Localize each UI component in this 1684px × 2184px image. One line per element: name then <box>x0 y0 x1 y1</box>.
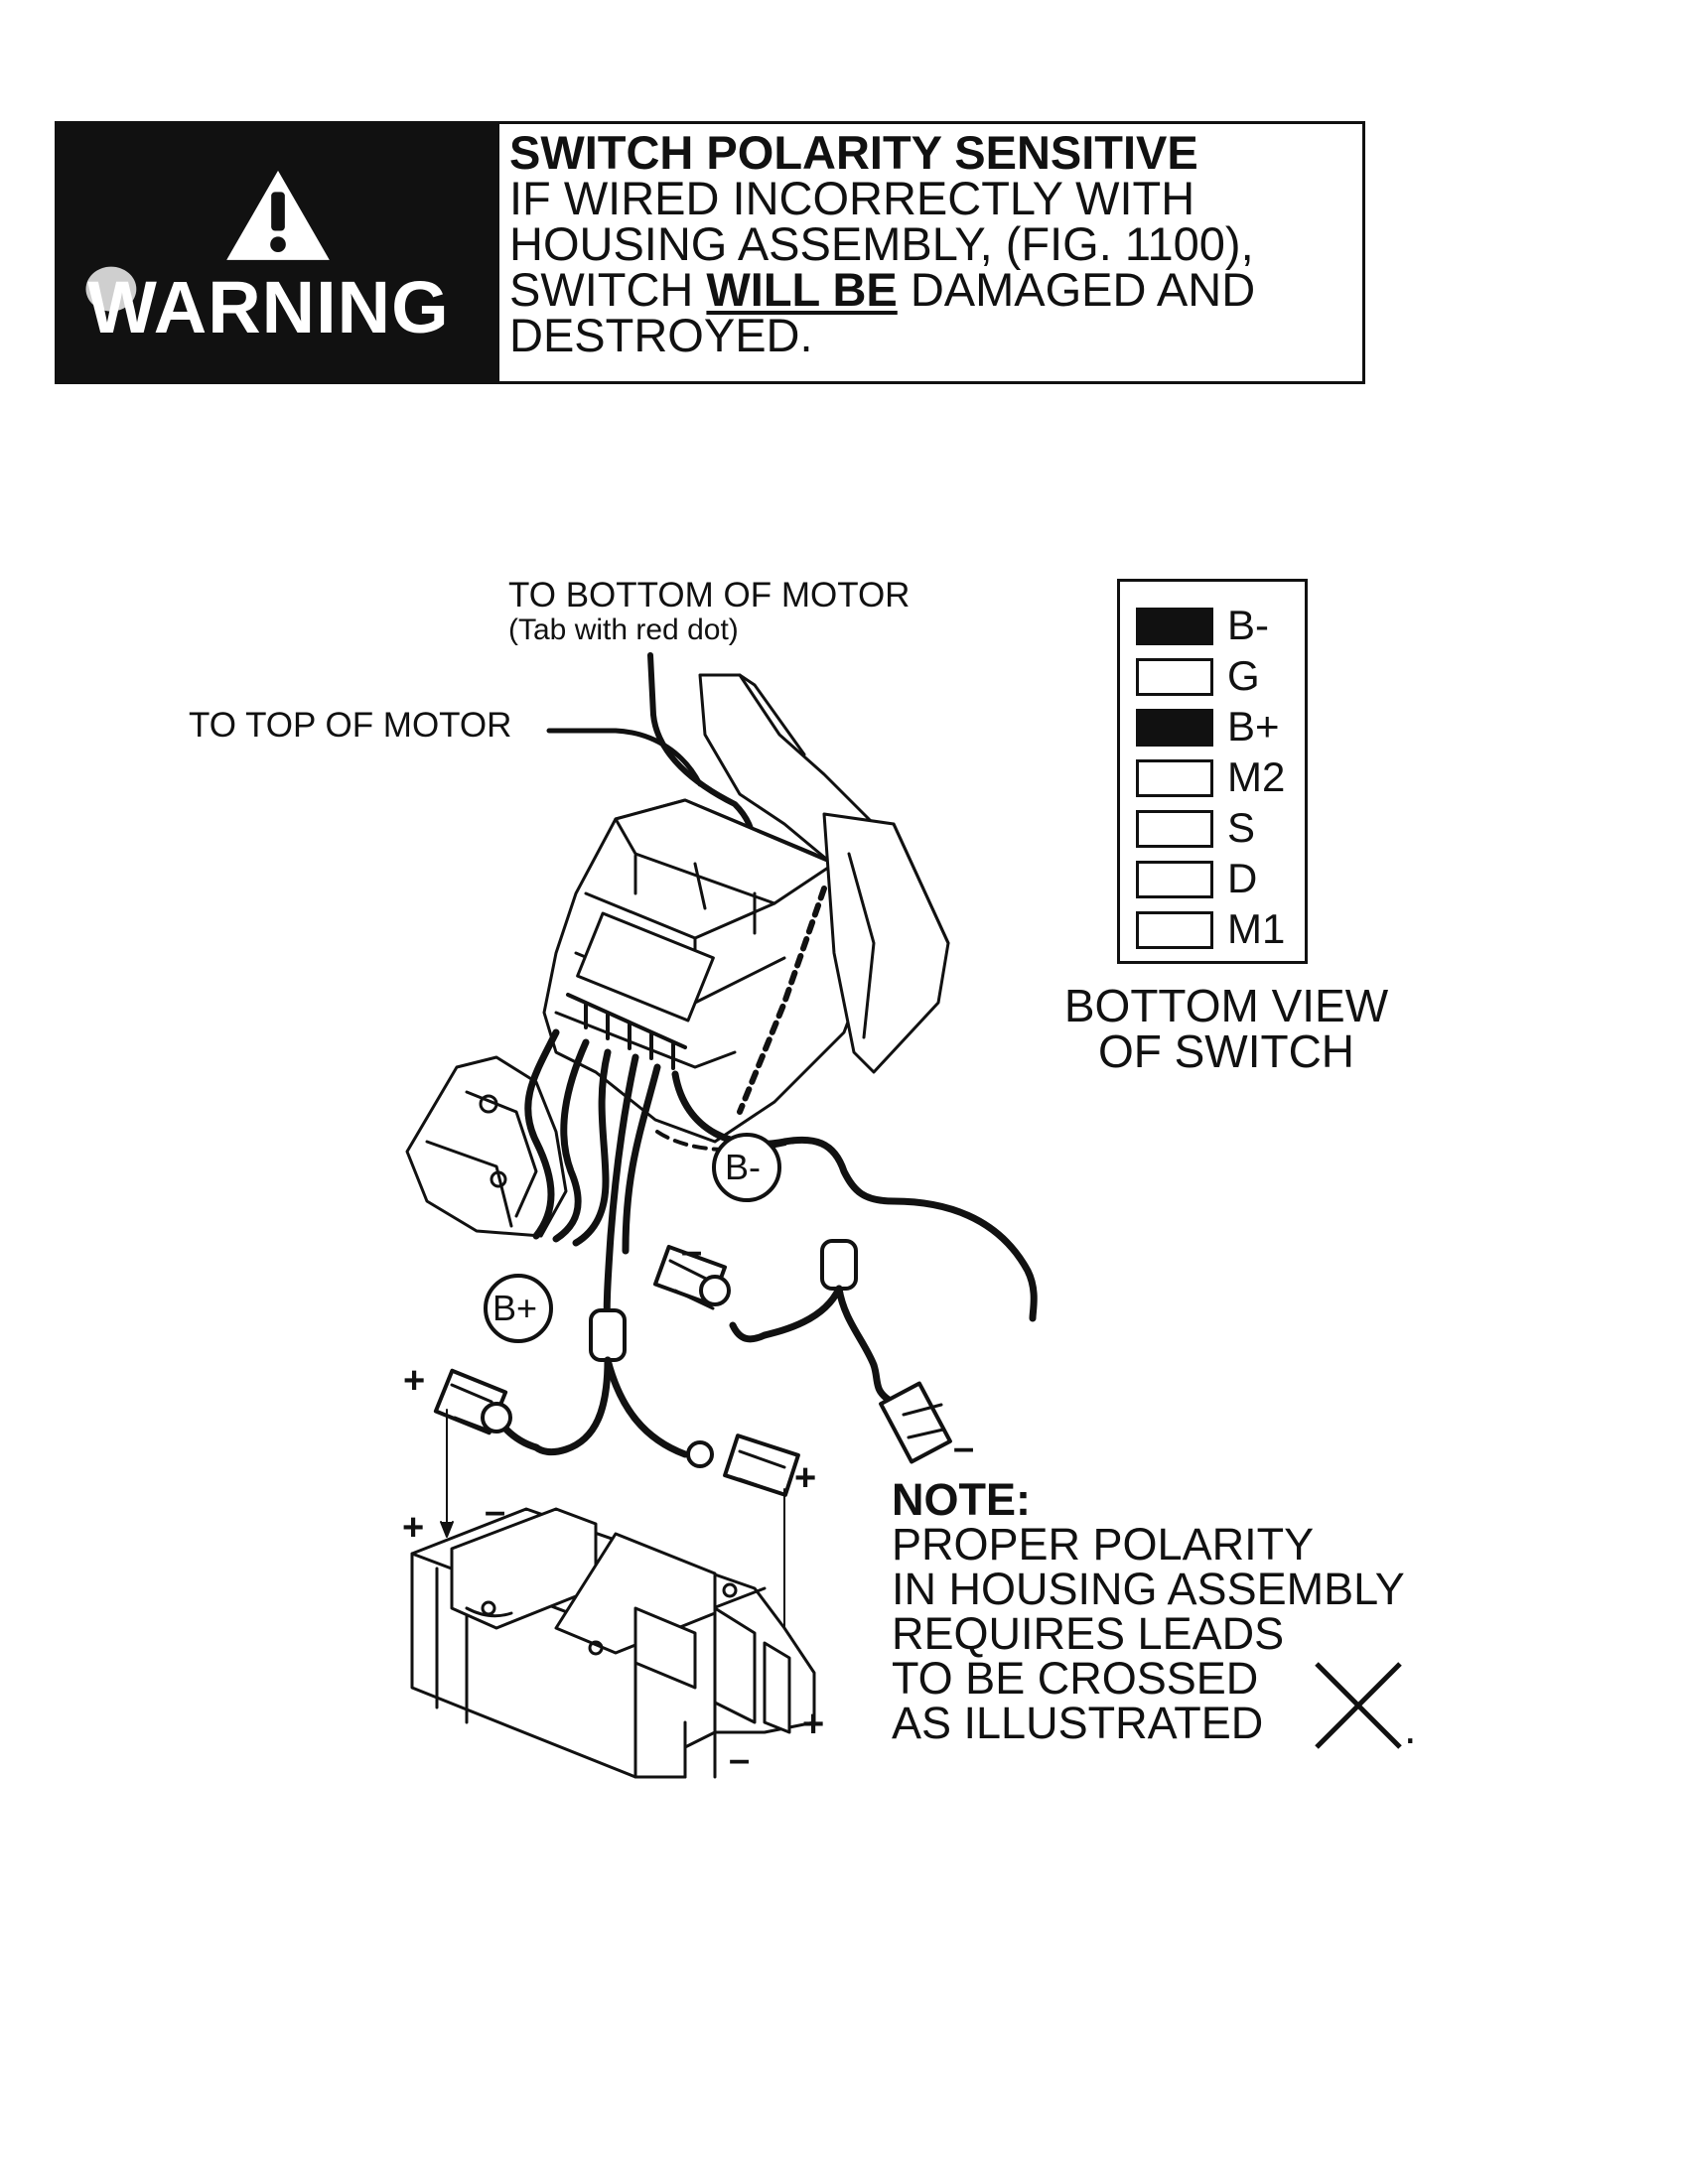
polarity-minus-3: – <box>485 1491 506 1533</box>
warning-word: WARNING <box>87 266 450 348</box>
legend-label: D <box>1227 855 1258 901</box>
legend-label: G <box>1227 652 1260 699</box>
legend-caption-line-2: OF SWITCH <box>1097 1025 1355 1077</box>
warning-line-4: DESTROYED. <box>509 309 813 361</box>
legend-swatch <box>1136 709 1213 747</box>
legend-label: M1 <box>1227 905 1286 952</box>
warning-banner: WARNING SWITCH POLARITY SENSITIVE IF WIR… <box>55 121 1365 384</box>
polarity-plus-2: + <box>402 1507 425 1549</box>
legend-label: S <box>1227 804 1256 851</box>
legend-label: B+ <box>1227 703 1280 750</box>
polarity-plus-3: + <box>794 1457 817 1499</box>
legend-caption-line-1: BOTTOM VIEW <box>1063 980 1389 1031</box>
wire-b-plus <box>603 1053 639 1339</box>
top-motor-leader <box>546 728 703 787</box>
warning-triangle-icon <box>85 170 330 312</box>
polarity-minus-4: – <box>729 1739 751 1781</box>
legend-label: B- <box>1227 602 1269 648</box>
switch-body <box>542 798 876 1144</box>
warning-emphasis: WILL BE <box>706 263 898 316</box>
callout-b-minus <box>712 1133 781 1202</box>
note-title: NOTE: <box>892 1474 1031 1525</box>
note-line-1: PROPER POLARITY <box>892 1519 1315 1570</box>
wire-3 <box>572 1048 612 1247</box>
legend-swatch <box>1136 810 1213 848</box>
warning-message: SWITCH POLARITY SENSITIVE IF WIRED INCOR… <box>509 126 1353 361</box>
callout-b-minus-label: B- <box>725 1147 761 1187</box>
b-plus-left-connector <box>433 1368 540 1451</box>
legend-swatch <box>1136 861 1213 898</box>
b-plus-right-connector <box>686 1433 800 1497</box>
battery-housing <box>410 1507 816 1779</box>
label-top-of-motor: TO TOP OF MOTOR <box>189 706 512 745</box>
polarity-minus-1: – <box>681 1231 703 1273</box>
legend-swatch <box>1136 608 1213 645</box>
b-minus-splice <box>761 1239 878 1369</box>
note-line-3: REQUIRES LEADS <box>892 1608 1285 1659</box>
note-line-4: TO BE CROSSED <box>892 1653 1259 1704</box>
warning-line-3-prefix: SWITCH <box>509 263 707 316</box>
warning-line-1: IF WIRED INCORRECTLY WITH <box>509 172 1195 224</box>
note-end-period: . <box>1404 1703 1417 1753</box>
legend-swatch <box>1136 759 1213 797</box>
polarity-plus-1: + <box>403 1360 426 1402</box>
warning-line-3: SWITCH WILL BE DAMAGED AND <box>509 266 1353 313</box>
b-minus-right-connector <box>870 1361 952 1464</box>
legend-swatch <box>1136 658 1213 696</box>
note-line-2: IN HOUSING ASSEMBLY <box>892 1564 1405 1614</box>
terminal-legend: B- G B+ M2 S D M1 <box>1117 579 1308 964</box>
wire-1 <box>524 1028 560 1240</box>
warning-line-2: HOUSING ASSEMBLY, (FIG. 1100), <box>509 217 1254 270</box>
legend-label: M2 <box>1227 753 1286 800</box>
b-minus-left-connector <box>652 1244 769 1343</box>
polarity-note: NOTE: PROPER POLARITY IN HOUSING ASSEMBL… <box>892 1477 1448 1745</box>
b-plus-splice <box>532 1308 689 1458</box>
callout-b-plus <box>484 1274 553 1343</box>
polarity-minus-2: – <box>953 1428 975 1469</box>
note-line-5: AS ILLUSTRATED <box>892 1698 1264 1748</box>
wire-4 <box>622 1063 661 1255</box>
warning-title: SWITCH POLARITY SENSITIVE <box>509 126 1198 179</box>
legend-swatch <box>1136 911 1213 949</box>
legend-caption: BOTTOM VIEW OF SWITCH <box>1033 983 1420 1074</box>
polarity-plus-4: + <box>802 1704 825 1745</box>
switch-dotted-line <box>737 886 827 1115</box>
label-bottom-of-motor: TO BOTTOM OF MOTOR <box>508 576 911 614</box>
wire-2 <box>552 1038 590 1243</box>
label-tab-with-red-dot: (Tab with red dot) <box>508 614 739 646</box>
cross-icon <box>1315 1662 1402 1749</box>
switch-trigger <box>698 673 950 1074</box>
warning-line-3-suffix: DAMAGED AND <box>897 263 1256 316</box>
callout-b-plus-label: B+ <box>492 1288 538 1328</box>
